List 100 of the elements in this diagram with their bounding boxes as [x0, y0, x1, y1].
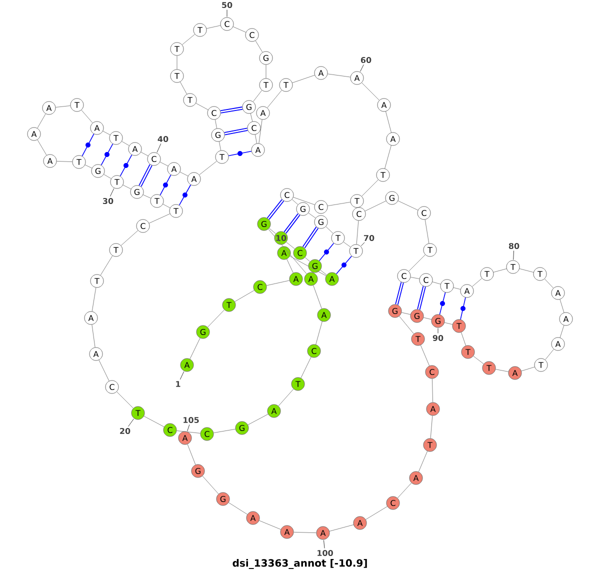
backbone-line — [495, 369, 509, 372]
base-pair-line — [266, 199, 284, 220]
base-pair-line — [318, 242, 334, 262]
backbone-line — [258, 119, 262, 144]
backbone-line — [453, 287, 461, 290]
backbone-line — [408, 254, 426, 272]
base-pair-line — [120, 154, 132, 176]
backbone-line — [401, 312, 411, 315]
backbone-line — [92, 324, 96, 348]
backbone-line — [255, 40, 263, 52]
backbone-line — [362, 180, 378, 196]
backbone-line — [424, 219, 430, 244]
backbone-line — [560, 325, 564, 338]
backbone-line — [176, 430, 201, 434]
backbone-line — [268, 228, 276, 234]
backbone-line — [519, 268, 534, 273]
backbone-line — [120, 230, 138, 246]
backbone-line — [423, 317, 432, 320]
position-number: 70 — [364, 234, 374, 242]
title: dsi_13363_annot [-10.9] — [232, 559, 367, 569]
backbone-line — [213, 428, 236, 434]
backbone-line — [410, 276, 420, 280]
backbone-line — [81, 110, 93, 124]
backbone-line — [37, 140, 47, 156]
position-number: 90 — [432, 334, 444, 342]
base-pair-line — [302, 226, 319, 248]
backbone-line — [180, 172, 188, 176]
backbone-line — [104, 174, 112, 179]
base-pair-line — [336, 256, 352, 274]
backbone-line — [473, 356, 484, 364]
backbone-line — [122, 141, 130, 146]
backbone-line — [292, 199, 298, 205]
backbone-line — [144, 416, 164, 428]
backbone-line — [444, 322, 453, 325]
backbone-line — [329, 524, 354, 532]
backbone-line — [430, 415, 433, 439]
backbone-line — [398, 200, 418, 210]
backbone-line — [207, 310, 225, 328]
backbone-line — [544, 278, 554, 288]
backbone-line — [116, 392, 134, 408]
backbone-line — [384, 145, 392, 169]
backbone-line — [160, 162, 168, 166]
backbone-line — [304, 257, 310, 262]
backbone-line — [267, 90, 282, 108]
backbone-line — [248, 414, 268, 426]
backbone-line — [385, 111, 392, 133]
backbone-line — [187, 444, 196, 465]
base-pair-line — [439, 292, 446, 315]
base-pair-line — [395, 282, 404, 305]
backbone-line — [268, 228, 307, 274]
backbone-line — [148, 214, 170, 224]
backbone-line — [56, 160, 72, 162]
base-pair-line — [224, 128, 248, 136]
backbone-line — [102, 130, 110, 136]
position-number: 60 — [360, 56, 372, 64]
base-pair-line — [160, 174, 172, 196]
backbone-line — [493, 268, 507, 272]
backbone-line — [290, 256, 326, 276]
backbone-line — [218, 141, 222, 151]
base-pair-line — [220, 106, 243, 114]
backbone-line — [250, 113, 253, 122]
backbone-line — [202, 476, 219, 494]
position-number: 20 — [120, 428, 130, 434]
base-pair-line — [417, 286, 426, 310]
backbone-line — [420, 344, 430, 366]
backbone-line — [292, 74, 315, 84]
backbone-line — [252, 90, 262, 102]
backbone-line — [399, 316, 414, 334]
backbone-line — [100, 256, 113, 276]
backbone-line — [206, 25, 221, 29]
backbone-line — [286, 242, 295, 250]
backbone-line — [98, 360, 110, 382]
backbone-line — [142, 194, 152, 198]
backbone-line — [266, 280, 290, 286]
backbone-line — [294, 532, 316, 534]
backbone-line — [190, 338, 200, 360]
base-pair-line — [178, 184, 192, 206]
backbone-line — [228, 502, 248, 515]
backbone-line — [362, 82, 380, 100]
backbone-line — [343, 242, 351, 248]
backbone-line — [308, 212, 316, 218]
backbone-line — [254, 134, 258, 144]
backbone-line — [293, 197, 315, 205]
backbone-line — [460, 332, 466, 346]
backbone-line — [472, 278, 482, 287]
base-pair-line — [228, 150, 252, 156]
base-pair-line — [138, 164, 152, 187]
backbone-line — [122, 184, 132, 190]
backbone-line — [286, 258, 294, 274]
backbone-line — [84, 164, 92, 168]
position-number: 30 — [102, 198, 114, 204]
backbone-line — [326, 226, 334, 234]
backbone-line — [313, 285, 322, 309]
backbone-line — [182, 34, 196, 45]
backbone-line — [397, 482, 412, 498]
backbone-line — [432, 378, 434, 402]
position-number: 80 — [508, 242, 520, 250]
backbone-line — [316, 321, 322, 345]
base-pair-line — [100, 144, 114, 166]
backbone-line — [259, 520, 282, 530]
